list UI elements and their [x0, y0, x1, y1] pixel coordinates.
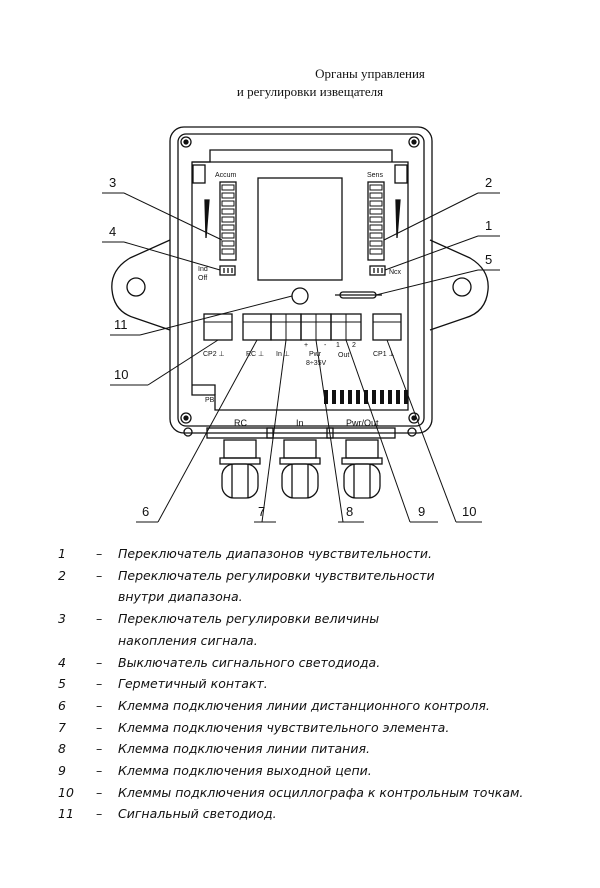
legend-item: 1–Переключатель диапазонов чувствительно…	[58, 546, 433, 561]
label-out: Out	[338, 352, 349, 359]
cable-gland-pwrout	[341, 439, 383, 499]
label-ind: Ind	[198, 266, 208, 273]
pcb-board	[191, 161, 409, 411]
legend: 1–Переключатель диапазонов чувствительно…	[58, 543, 578, 825]
callout-9: 9	[418, 504, 425, 519]
label-gland-pwrout: Pwr/Out	[346, 418, 379, 428]
label-one: 1	[336, 342, 340, 349]
callout-2: 2	[485, 175, 492, 190]
callout-11: 11	[114, 317, 128, 332]
label-off: Off	[198, 275, 207, 282]
reed-contact	[335, 291, 382, 299]
label-in: In ⊥	[276, 351, 290, 358]
housing-inner	[177, 133, 425, 427]
label-pb: PB	[205, 397, 215, 404]
legend-item: 2–Переключатель регулировки чувствительн…	[58, 567, 435, 583]
label-gland-in: In	[296, 418, 304, 428]
label-gland-rc: RC	[234, 418, 247, 428]
ncx-switch[interactable]	[369, 265, 386, 276]
terminal-cp1	[372, 313, 402, 341]
cable-gland-rc	[219, 439, 261, 499]
label-sens: Sens	[367, 172, 383, 179]
legend-item: 7–Клемма подключения чувствительного эле…	[58, 719, 450, 735]
central-module	[257, 177, 343, 281]
callout-1: 1	[485, 218, 492, 233]
label-rc: RC ⊥	[246, 351, 264, 358]
callout-7: 7	[258, 504, 265, 519]
label-accum: Accum	[215, 172, 237, 179]
title-line-1: Органы управления	[315, 66, 425, 81]
leader-lines	[102, 192, 500, 523]
cable-gland-in	[279, 439, 321, 499]
callout-5: 5	[485, 252, 492, 267]
pcb-notch-right	[394, 164, 408, 184]
left-ear-hole	[126, 277, 146, 297]
sens-dip-switch[interactable]	[367, 181, 385, 261]
corner-screws	[180, 136, 420, 437]
legend-item: 6–Клемма подключения линии дистанционног…	[58, 697, 490, 713]
label-ncx: Ncx	[389, 269, 402, 276]
sens-marker	[395, 199, 401, 239]
legend-item: 8–Клемма подключения линии питания.	[58, 741, 370, 757]
callout-3: 3	[109, 175, 116, 190]
label-cp1: CP1 ⊥	[373, 351, 395, 358]
label-voltage: 8÷35V	[306, 360, 327, 367]
housing-outer	[169, 126, 433, 434]
pcb-notch-left	[192, 164, 206, 184]
label-two: 2	[352, 342, 356, 349]
legend-item: 10–Клеммы подключения осциллографа к кон…	[58, 784, 524, 800]
mounting-ears	[111, 239, 489, 331]
label-pwr: Pwr	[309, 351, 322, 358]
callout-4: 4	[109, 224, 116, 239]
device-diagram: Accum Sens Ind Off Ncx CP2 ⊥ RC ⊥ In ⊥ +…	[102, 126, 500, 523]
accum-dip-switch[interactable]	[219, 181, 237, 261]
callout-6: 6	[142, 504, 149, 519]
terminal-rc	[242, 313, 272, 341]
callout-8: 8	[346, 504, 353, 519]
legend-item: 11–Сигнальный светодиод.	[58, 806, 277, 822]
callout-10-left: 10	[114, 367, 128, 382]
legend-item: 4–Выключатель сигнального светодиода.	[58, 654, 381, 670]
ind-off-switch[interactable]	[219, 265, 236, 276]
legend-item: 9–Клемма подключения выходной цепи.	[58, 763, 372, 779]
signal-led	[291, 287, 309, 305]
gland-plate	[206, 427, 396, 439]
title-line-2: и регулировки извещателя	[236, 84, 384, 99]
label-plus: +	[304, 342, 308, 349]
legend-item: 3–Переключатель регулировки величины	[58, 611, 380, 627]
legend-item-cont: накопления сигнала.	[118, 632, 258, 648]
label-minus: -	[324, 342, 327, 349]
terminal-blocks	[203, 313, 402, 341]
callout-10-right: 10	[462, 504, 476, 519]
right-ear-hole	[452, 277, 472, 297]
pcb-top-edge	[192, 149, 393, 163]
legend-item: 5–Герметичный контакт.	[58, 676, 268, 692]
label-cp2: CP2 ⊥	[203, 351, 225, 358]
legend-item-cont: внутри диапазона.	[118, 589, 243, 605]
accum-marker	[204, 199, 210, 239]
